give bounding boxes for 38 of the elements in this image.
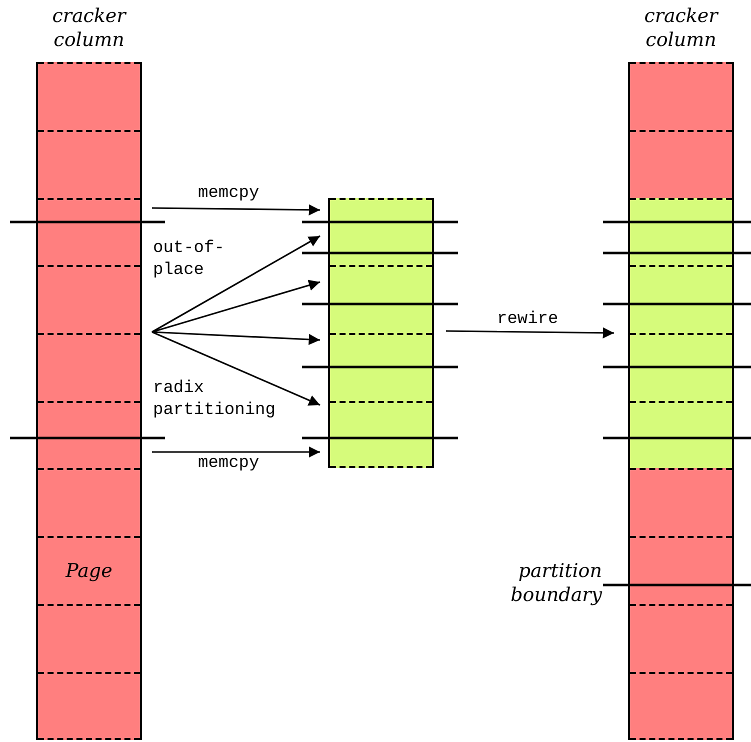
- page-block: [38, 265, 140, 333]
- arrow: [446, 327, 614, 338]
- page-block: [630, 198, 732, 265]
- page-block: [38, 198, 140, 265]
- arrow: [152, 331, 320, 406]
- page-block: [330, 265, 432, 333]
- page-block: [38, 333, 140, 401]
- arrow: [152, 280, 320, 333]
- cracker-column: [328, 198, 434, 468]
- page-block: [630, 672, 732, 740]
- page-block: [38, 62, 140, 130]
- column-heading: cracker column: [51, 4, 128, 52]
- page-block: [38, 401, 140, 468]
- page-block: Page: [38, 536, 140, 604]
- page-block: [630, 401, 732, 468]
- page-block: [630, 62, 732, 130]
- page-block: [38, 672, 140, 740]
- page-block: [330, 333, 432, 401]
- page-block: [38, 604, 140, 672]
- page-block: [630, 333, 732, 401]
- arrow: [152, 235, 320, 333]
- page-block: [630, 130, 732, 198]
- edge-label: rewire: [497, 309, 558, 331]
- page-block: [630, 468, 732, 536]
- annotation-text: out-of-place: [153, 238, 226, 282]
- page-block: [330, 401, 432, 468]
- arrow: [152, 331, 320, 346]
- page-block: [330, 198, 432, 265]
- annotation-text: partition boundary: [510, 559, 602, 607]
- page-block: [630, 604, 732, 672]
- column-heading: cracker column: [643, 4, 720, 52]
- page-block: [38, 468, 140, 536]
- page-block: [38, 130, 140, 198]
- arrow: [152, 446, 320, 458]
- page-block: [630, 536, 732, 604]
- page-block: [630, 265, 732, 333]
- annotation-text: radix partitioning: [153, 378, 276, 422]
- arrow: [152, 204, 320, 216]
